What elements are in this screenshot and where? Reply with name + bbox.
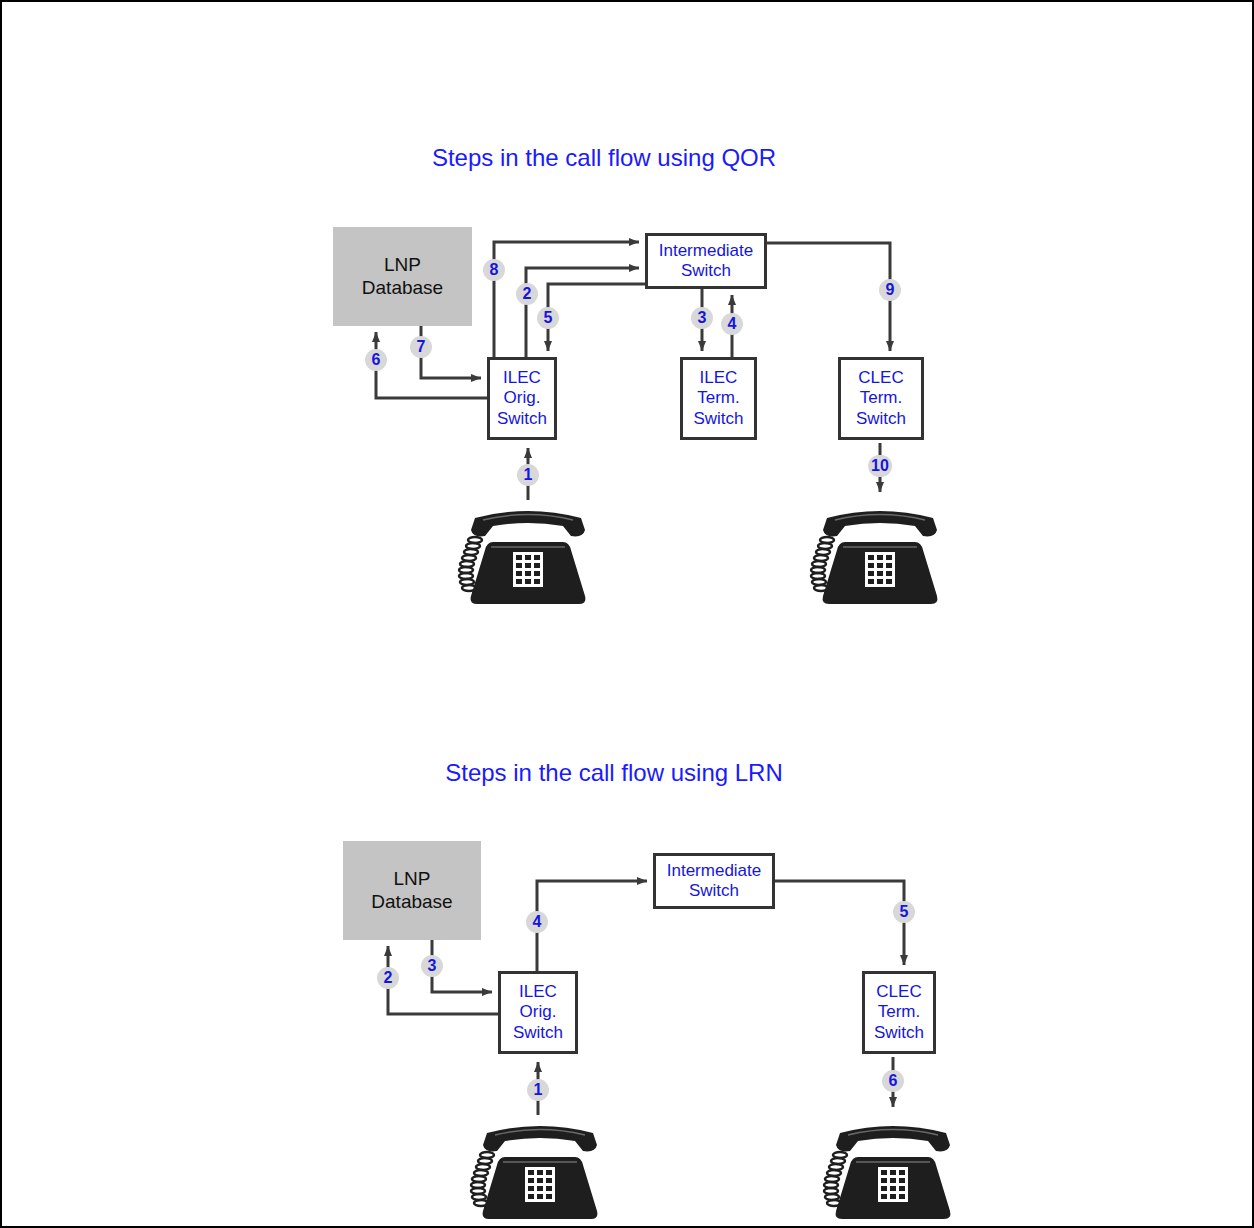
callout-number: 7 xyxy=(410,336,432,358)
telephone-icon xyxy=(471,1126,597,1219)
telephone-icon xyxy=(811,511,937,604)
section-title: Steps in the call flow using QOR xyxy=(432,144,776,172)
callout-number: 10 xyxy=(868,455,892,477)
callout-number: 4 xyxy=(721,313,743,335)
telephone-icon xyxy=(824,1126,950,1219)
node-text: Intermediate Switch xyxy=(662,861,766,902)
node-text: ILEC Orig. Switch xyxy=(493,368,551,429)
connector xyxy=(767,243,890,351)
connector xyxy=(494,242,639,357)
connector xyxy=(388,946,498,1014)
switch-box: CLEC Term. Switch xyxy=(838,357,924,440)
callout-number: 1 xyxy=(527,1079,549,1101)
node-text: ILEC Term. Switch xyxy=(688,368,750,429)
section-title: Steps in the call flow using LRN xyxy=(445,759,783,787)
node-text: LNP Database xyxy=(366,868,458,914)
switch-box: ILEC Term. Switch xyxy=(680,357,757,440)
connector xyxy=(537,881,647,971)
connector xyxy=(526,268,639,357)
node-text: Intermediate Switch xyxy=(654,241,758,282)
callout-number: 3 xyxy=(421,955,443,977)
callout-number: 8 xyxy=(483,259,505,281)
callout-number: 2 xyxy=(516,283,538,305)
node-text: ILEC Orig. Switch xyxy=(507,982,569,1043)
callout-number: 9 xyxy=(879,279,901,301)
callout-number: 6 xyxy=(365,349,387,371)
switch-box: Intermediate Switch xyxy=(645,233,767,289)
connector xyxy=(376,332,487,398)
node-text: CLEC Term. Switch xyxy=(868,982,930,1043)
connector xyxy=(775,881,904,965)
callout-number: 5 xyxy=(537,307,559,329)
callout-number: 3 xyxy=(691,307,713,329)
callout-number: 6 xyxy=(882,1070,904,1092)
database-box: LNP Database xyxy=(343,841,481,940)
switch-box: Intermediate Switch xyxy=(653,853,775,909)
switch-box: ILEC Orig. Switch xyxy=(498,971,578,1054)
node-text: LNP Database xyxy=(357,254,449,300)
telephone-icon xyxy=(459,511,585,604)
connector xyxy=(548,284,645,351)
callout-number: 4 xyxy=(526,911,548,933)
switch-box: CLEC Term. Switch xyxy=(862,971,936,1054)
callout-number: 2 xyxy=(377,967,399,989)
node-text: CLEC Term. Switch xyxy=(850,368,912,429)
database-box: LNP Database xyxy=(333,227,472,326)
callout-number: 5 xyxy=(893,901,915,923)
switch-box: ILEC Orig. Switch xyxy=(487,357,557,440)
callout-number: 1 xyxy=(517,464,539,486)
